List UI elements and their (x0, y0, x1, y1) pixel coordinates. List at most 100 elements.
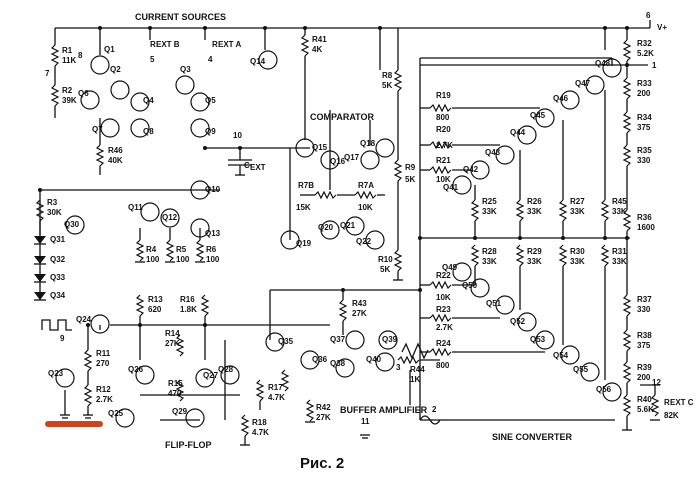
svg-text:Q35: Q35 (278, 337, 294, 346)
label-rext-a-sub: EXT A (218, 40, 241, 49)
svg-text:2.7K: 2.7K (436, 323, 453, 332)
svg-text:Q32: Q32 (50, 255, 66, 264)
svg-text:Q16: Q16 (330, 157, 346, 166)
svg-text:100: 100 (176, 255, 190, 264)
svg-text:R9: R9 (405, 163, 416, 172)
svg-text:R12: R12 (96, 385, 111, 394)
svg-text:R16: R16 (180, 295, 195, 304)
svg-text:33K: 33K (570, 257, 585, 266)
svg-text:375: 375 (637, 123, 651, 132)
transistor-labels: Q1 Q2 Q3 Q4 Q5 Q6 Q7 Q8 Q9 Q10 Q11 Q12 Q… (48, 45, 612, 418)
svg-text:5K: 5K (405, 175, 415, 184)
label-current-sources: CURRENT SOURCES (135, 12, 226, 22)
svg-text:Q2: Q2 (110, 65, 121, 74)
svg-text:Q7: Q7 (92, 125, 103, 134)
svg-text:R2: R2 (62, 86, 73, 95)
ground-symbols (60, 174, 660, 446)
svg-text:5.6K: 5.6K (637, 405, 654, 414)
wiring (39, 28, 660, 445)
svg-text:33K: 33K (527, 257, 542, 266)
svg-text:Q42: Q42 (463, 165, 479, 174)
svg-text:R44: R44 (410, 365, 425, 374)
svg-text:R14: R14 (165, 329, 180, 338)
svg-text:Q43: Q43 (485, 148, 501, 157)
label-comparator: COMPARATOR (310, 112, 374, 122)
label-rext-b-sub: EXT B (156, 40, 180, 49)
svg-text:Q21: Q21 (340, 221, 356, 230)
svg-text:Q48: Q48 (595, 59, 611, 68)
svg-text:2.7K: 2.7K (436, 141, 453, 150)
svg-text:Q55: Q55 (573, 365, 589, 374)
svg-text:39K: 39K (62, 96, 77, 105)
svg-text:30K: 30K (47, 208, 62, 217)
svg-text:33K: 33K (570, 207, 585, 216)
svg-text:Q17: Q17 (344, 153, 360, 162)
svg-text:Q10: Q10 (205, 185, 221, 194)
pin-10: 10 (233, 131, 242, 140)
svg-text:Q52: Q52 (510, 317, 526, 326)
svg-text:R4: R4 (146, 245, 157, 254)
svg-text:Q11: Q11 (128, 203, 143, 212)
svg-text:R22: R22 (436, 271, 451, 280)
svg-text:Q31: Q31 (50, 235, 66, 244)
svg-text:800: 800 (436, 361, 450, 370)
svg-text:Q44: Q44 (510, 128, 526, 137)
svg-text:Q40: Q40 (366, 355, 382, 364)
svg-text:Q15: Q15 (312, 143, 328, 152)
svg-text:10K: 10K (358, 203, 373, 212)
svg-text:R15: R15 (168, 379, 183, 388)
svg-text:270: 270 (96, 359, 110, 368)
svg-text:Q47: Q47 (575, 79, 591, 88)
svg-text:Q34: Q34 (50, 291, 66, 300)
svg-text:Q46: Q46 (553, 94, 569, 103)
svg-text:R31: R31 (612, 247, 627, 256)
svg-text:33K: 33K (612, 207, 627, 216)
svg-text:Q56: Q56 (596, 385, 612, 394)
label-rext-c: R (664, 398, 670, 407)
svg-text:R36: R36 (637, 213, 652, 222)
svg-text:Q18: Q18 (360, 139, 376, 148)
svg-text:Q53: Q53 (530, 335, 546, 344)
label-buffer-amplifier: BUFFER AMPLIFIER (340, 405, 428, 415)
svg-text:Q37: Q37 (330, 335, 346, 344)
pin-9: 9 (60, 334, 65, 343)
svg-text:Q1: Q1 (104, 45, 115, 54)
svg-text:Q3: Q3 (180, 65, 191, 74)
svg-text:330: 330 (637, 305, 651, 314)
svg-text:10K: 10K (436, 175, 451, 184)
svg-text:R42: R42 (316, 403, 331, 412)
svg-text:5.2K: 5.2K (637, 49, 654, 58)
svg-text:Q26: Q26 (128, 365, 144, 374)
svg-text:R35: R35 (637, 146, 652, 155)
svg-text:R28: R28 (482, 247, 497, 256)
svg-text:R30: R30 (570, 247, 585, 256)
svg-text:Q5: Q5 (205, 96, 216, 105)
svg-text:Q39: Q39 (382, 335, 398, 344)
transistor-symbols (55, 50, 622, 428)
svg-text:R45: R45 (612, 197, 627, 206)
svg-text:R33: R33 (637, 79, 652, 88)
svg-text:Q14: Q14 (250, 57, 266, 66)
svg-text:200: 200 (637, 373, 651, 382)
svg-text:R11: R11 (96, 349, 111, 358)
svg-text:R25: R25 (482, 197, 497, 206)
svg-text:620: 620 (148, 305, 162, 314)
pin-12: 12 (652, 378, 661, 387)
svg-text:R10: R10 (378, 255, 393, 264)
svg-text:R13: R13 (148, 295, 163, 304)
svg-text:33K: 33K (482, 257, 497, 266)
svg-text:Q6: Q6 (78, 89, 89, 98)
pin-2: 2 (432, 405, 437, 414)
svg-text:Q36: Q36 (312, 355, 328, 364)
svg-text:1K: 1K (410, 375, 420, 384)
svg-text:800: 800 (436, 113, 450, 122)
svg-text:R17: R17 (268, 383, 283, 392)
svg-text:R37: R37 (637, 295, 652, 304)
svg-text:2.7K: 2.7K (96, 395, 113, 404)
svg-text:R41: R41 (312, 35, 327, 44)
svg-text:Q19: Q19 (296, 239, 312, 248)
svg-text:100: 100 (146, 255, 160, 264)
svg-text:375: 375 (637, 341, 651, 350)
svg-text:Q45: Q45 (530, 111, 546, 120)
